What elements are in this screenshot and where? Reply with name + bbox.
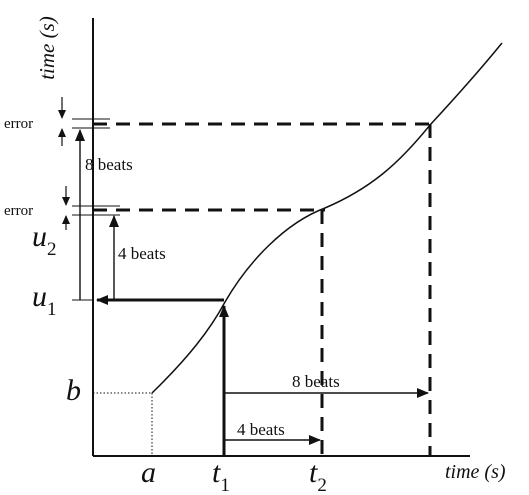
u1-label: u1 <box>32 280 57 320</box>
label-4-beats-vertical: 4 beats <box>118 244 166 263</box>
label-4-beats-horizontal: 4 beats <box>237 420 285 439</box>
timing-curve <box>151 42 503 394</box>
u2-label: u2 <box>32 220 57 260</box>
error-label-mid: error <box>4 203 33 219</box>
label-8-beats-horizontal: 8 beats <box>292 372 340 391</box>
error-label-top: error <box>4 116 33 132</box>
label-8-beats-vertical: 8 beats <box>85 155 133 174</box>
t2-label: t2 <box>309 456 327 495</box>
y-axis-label: time (s) <box>35 16 59 80</box>
a-label: a <box>141 456 156 489</box>
b-label: b <box>66 374 81 407</box>
t1-label: t1 <box>212 456 230 495</box>
x-axis-label: time (s) <box>445 461 506 483</box>
